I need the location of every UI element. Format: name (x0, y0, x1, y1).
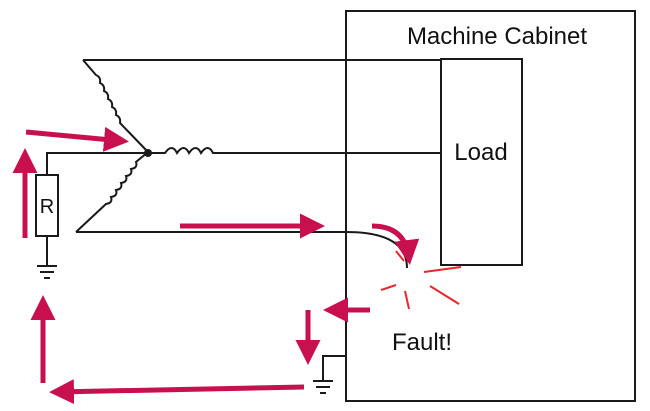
coil-top (82, 59, 149, 153)
resistor (35, 174, 59, 237)
fault-label: Fault! (392, 329, 452, 356)
load-label: Load (454, 139, 507, 166)
ground-symbol-left (37, 265, 57, 279)
star-transformer (75, 59, 441, 269)
coil-right (148, 147, 441, 155)
coil-bottom (75, 151, 149, 233)
arrow-into-winding (25, 126, 129, 152)
cabinet-label: Machine Cabinet (407, 23, 587, 50)
fault-spark (380, 250, 462, 310)
load-box (440, 58, 523, 266)
arrow-return-ground (49, 379, 305, 405)
arrow-into-fault (371, 223, 420, 265)
cabinet-ground (313, 355, 346, 394)
machine-cabinet-box (345, 10, 636, 402)
current-arrows (12, 126, 420, 405)
resistor-label: R (40, 196, 54, 218)
phase-wire-bottom (76, 231, 408, 269)
neutral-wire (46, 152, 148, 266)
